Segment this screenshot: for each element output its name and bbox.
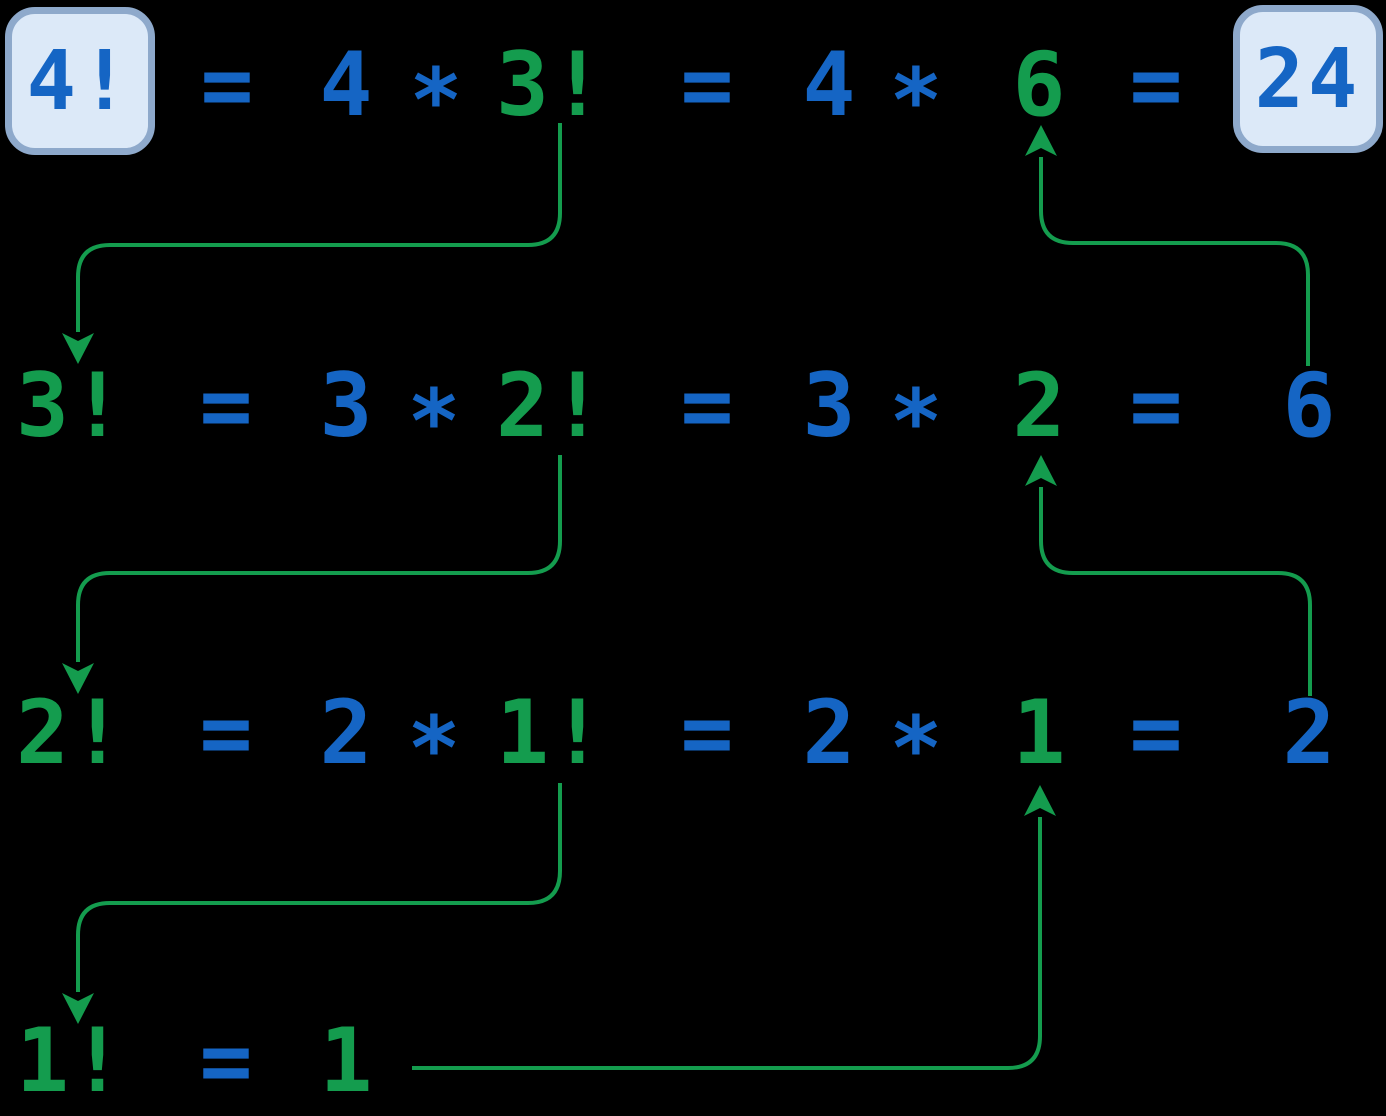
call-arrow-1-factorial	[62, 783, 562, 1024]
equation-token: *	[889, 697, 945, 800]
call-arrow-3-factorial	[62, 123, 562, 364]
equation-token: =	[199, 681, 255, 784]
equation-token: 4	[802, 33, 858, 136]
return-arrow-value-6	[1025, 125, 1310, 366]
equation-token: 4	[319, 33, 375, 136]
equation-token: =	[199, 1009, 255, 1112]
equation-token: 3	[802, 354, 858, 457]
equation-token: =	[200, 33, 256, 136]
return-arrow-value-2	[1025, 455, 1312, 696]
call-arrow-2-factorial	[62, 455, 562, 694]
callee-1-factorial: 1!	[16, 1009, 126, 1112]
return-arrow-value-1	[412, 785, 1056, 1070]
equation-token: =	[1129, 33, 1185, 136]
result-box-24: 24	[1233, 5, 1383, 153]
equation-token: *	[889, 370, 945, 473]
equation-token: =	[680, 354, 736, 457]
arrowhead-up-icon	[1025, 455, 1057, 486]
equation-token: 2	[319, 681, 375, 784]
equation-token: =	[680, 681, 736, 784]
equation-token: *	[407, 370, 463, 473]
recursive-call-1-factorial: 1!	[496, 681, 606, 784]
returned-value-6: 6	[1012, 33, 1068, 136]
returned-value-1: 1	[1012, 681, 1068, 784]
callee-2-factorial: 2!	[16, 681, 126, 784]
equation-token: 2	[802, 681, 858, 784]
equation-token: =	[1129, 681, 1185, 784]
recursive-call-3-factorial: 3!	[496, 33, 606, 136]
callee-3-factorial: 3!	[16, 354, 126, 457]
result-value-2: 2	[1282, 681, 1338, 784]
call-box-4-factorial: 4!	[5, 7, 155, 155]
recursive-call-2-factorial: 2!	[496, 354, 606, 457]
result-value-6: 6	[1282, 354, 1338, 457]
equation-token: *	[889, 49, 945, 152]
base-case-value-1: 1	[319, 1009, 375, 1112]
equation-token: 3	[319, 354, 375, 457]
equation-token: *	[407, 697, 463, 800]
equation-token: =	[199, 354, 255, 457]
arrowhead-up-icon	[1024, 785, 1056, 816]
equation-token: *	[409, 49, 465, 152]
equation-token: =	[680, 33, 736, 136]
returned-value-2: 2	[1012, 354, 1068, 457]
equation-token: =	[1129, 354, 1185, 457]
